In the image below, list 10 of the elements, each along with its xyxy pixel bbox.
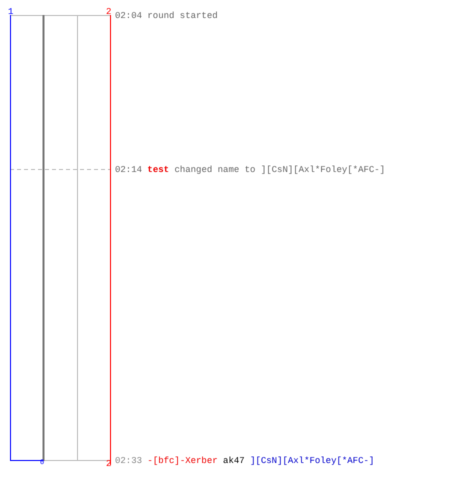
event-text: 02:04 round started [115,11,218,21]
weapon-name: ak47 [223,456,245,466]
timestamp: 02:33 [115,456,142,466]
player-name: test [147,165,170,175]
axis-number: 2 [106,7,112,17]
event-text: changed name to ][CsN][Axl*Foley[*AFC-] [174,165,386,175]
axis-number: 1 [8,7,14,17]
player-name: ][CsN][Axl*Foley[*AFC-] [250,456,374,466]
timestamp: 02:14 [115,165,142,175]
player-name: -[bfc]-Xerber [147,456,218,466]
